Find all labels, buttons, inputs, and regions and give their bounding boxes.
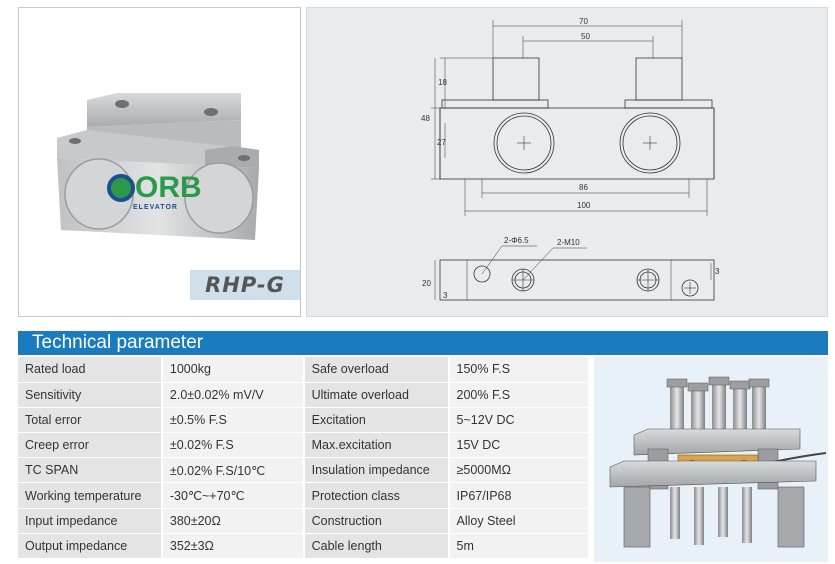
technical-parameter-table: Rated load 1000kg Safe overload 150% F.S… [18,357,591,560]
dimension-drawing: 70 50 18 48 27 86 100 2-Φ6.5 2-M10 20 3 … [421,17,720,301]
technical-drawing-panel: 70 50 18 48 27 86 100 2-Φ6.5 2-M10 20 3 … [306,7,828,317]
dim-18: 18 [438,78,447,87]
dim-70: 70 [579,17,588,26]
dim-48: 48 [421,114,430,123]
param-label: Protection class [303,482,450,509]
param-label: Ultimate overload [303,382,450,408]
param-label: Max.excitation [303,432,450,459]
param-label: Input impedance [18,508,163,534]
param-value: 150% F.S [448,357,591,383]
table-row: Total error ±0.5% F.S Excitation 5~12V D… [18,407,591,434]
logo-text: ORB [135,171,202,204]
param-label: Working temperature [18,482,163,509]
dim-50: 50 [581,32,590,41]
dim-100: 100 [577,201,591,210]
table-row: Output impedance 352±3Ω Cable length 5m [18,533,591,560]
param-label: Output impedance [18,533,163,560]
param-value: IP67/IP68 [448,482,591,509]
param-label: TC SPAN [18,457,163,484]
param-value: 2.0±0.02% mV/V [161,382,305,408]
load-cell-photo [57,93,259,240]
param-label: Total error [18,407,163,434]
param-value: ±0.02% F.S [161,432,305,459]
model-name: RHP-G [205,273,285,297]
dim-86: 86 [579,183,588,192]
param-value: 380±20Ω [161,508,305,534]
mounting-assembly-illustration [609,376,827,548]
param-value: 1000kg [161,357,305,383]
param-value: 200% F.S [448,382,591,408]
spring-stack [666,376,770,437]
product-photo-panel: ORB ELEVATOR RHP-G [18,7,301,317]
model-badge: RHP-G [190,270,300,300]
table-row: Creep error ±0.02% F.S Max.excitation 15… [18,432,591,459]
param-value: Alloy Steel [448,508,591,534]
table-row: Sensitivity 2.0±0.02% mV/V Ultimate over… [18,382,591,408]
param-value: ±0.5% F.S [161,407,305,434]
param-label: Safe overload [303,357,450,383]
logo-subtext: ELEVATOR [133,204,178,211]
table-row: TC SPAN ±0.02% F.S/10℃ Insulation impeda… [18,457,591,484]
table-row: Input impedance 380±20Ω Construction All… [18,508,591,534]
param-value: 5~12V DC [448,407,591,434]
param-label: Cable length [303,533,450,560]
dim-20: 20 [422,279,431,288]
assembly-illustration-panel [594,357,828,562]
table-row: Rated load 1000kg Safe overload 150% F.S [18,357,591,383]
param-value: ±0.02% F.S/10℃ [161,457,305,484]
param-value: 5m [448,533,591,560]
dim-hole-phi: 2-Φ6.5 [504,236,529,245]
param-label: Construction [303,508,450,534]
param-value: 15V DC [448,432,591,459]
param-label: Sensitivity [18,382,163,408]
param-label: Insulation impedance [303,457,450,484]
param-value: ≥5000MΩ [448,457,591,484]
dim-3-right: 3 [715,267,720,276]
param-value: -30℃~+70℃ [161,482,305,509]
orb-logo: ORB ELEVATOR [103,171,213,216]
param-label: Creep error [18,432,163,459]
param-value: 352±3Ω [161,533,305,560]
table-row: Working temperature -30℃~+70℃ Protection… [18,482,591,509]
dim-3-left: 3 [443,291,448,300]
dim-27: 27 [437,138,446,147]
dim-hole-m10: 2-M10 [557,238,580,247]
param-label: Rated load [18,357,163,383]
param-label: Excitation [303,407,450,434]
section-title: Technical parameter [18,331,828,355]
